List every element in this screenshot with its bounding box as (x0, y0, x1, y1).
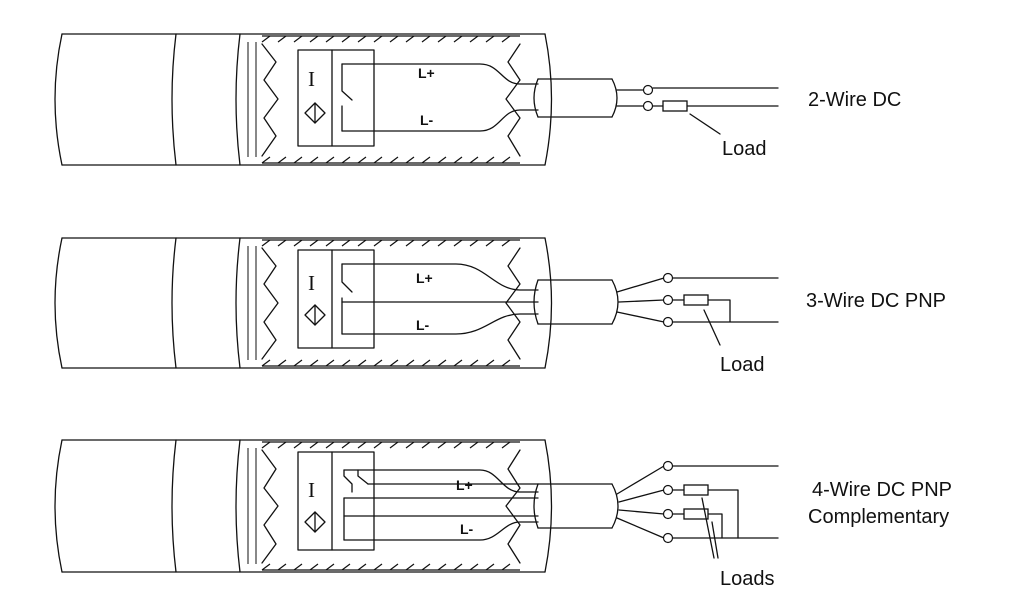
wiring-type-subtitle: Complementary (808, 506, 949, 528)
wiring-type-title: 2-Wire DC (808, 89, 901, 111)
sensor-element-box: I (297, 249, 375, 349)
terminal (662, 484, 674, 496)
load-resistor (683, 484, 709, 496)
load-resistor (683, 508, 709, 520)
internal-wires (341, 63, 539, 132)
wire-minus-label: L- (416, 317, 430, 333)
load-label: Load (720, 354, 765, 376)
terminal (662, 532, 674, 544)
terminal (662, 316, 674, 328)
wire-minus-label: L- (460, 521, 474, 537)
load-label: Load (722, 138, 767, 160)
terminal (642, 100, 654, 112)
load-resistor (683, 294, 709, 306)
diamond-sensor-icon (304, 304, 326, 326)
diamond-sensor-icon (304, 102, 326, 124)
terminal (662, 508, 674, 520)
sensor-3-wire-dc-pnp: I L+ L- Load 3-Wire DC PNP (54, 237, 946, 376)
cable (533, 277, 665, 325)
sensor-4-wire-dc-pnp-complementary: I L+ L- Loads (54, 439, 952, 590)
wiring-type-title: 3-Wire DC PNP (806, 290, 946, 312)
terminal (662, 294, 674, 306)
sensor-housing (54, 237, 553, 369)
wiring-type-title: 4-Wire DC PNP (812, 479, 952, 501)
internal-wires (341, 263, 539, 335)
sensor-housing (54, 33, 553, 166)
sensor-element-box: I (297, 49, 375, 147)
cable (533, 465, 665, 539)
load-label: Loads (720, 568, 775, 590)
sensor-housing (54, 439, 553, 573)
terminal (662, 272, 674, 284)
diamond-sensor-icon (304, 511, 326, 533)
wire-plus-label: L+ (456, 477, 473, 493)
cable (533, 78, 645, 118)
wire-plus-label: L+ (418, 65, 435, 81)
wire-minus-label: L- (420, 112, 434, 128)
internal-wires (343, 469, 539, 541)
sensor-2-wire-dc: I L+ L- Load 2-Wire DC (54, 33, 901, 166)
terminal (662, 460, 674, 472)
sensor-symbol-label: I (308, 271, 315, 295)
load-resistor (662, 100, 688, 112)
wire-plus-label: L+ (416, 270, 433, 286)
sensor-symbol-label: I (308, 67, 315, 91)
sensor-element-box: I (297, 451, 375, 551)
sensor-symbol-label: I (308, 478, 315, 502)
terminal (642, 84, 654, 96)
